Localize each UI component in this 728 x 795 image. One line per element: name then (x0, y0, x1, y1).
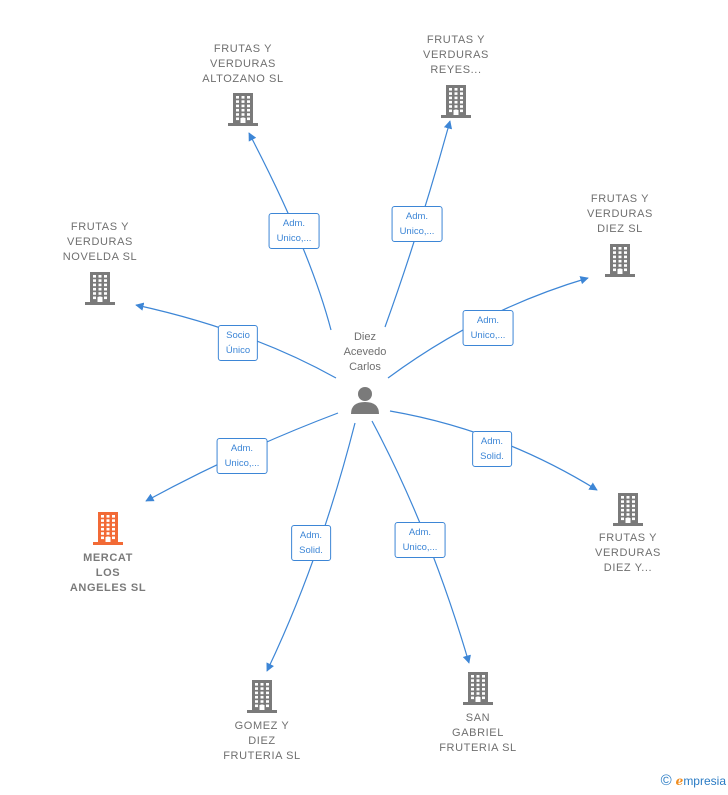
company-node-gomez[interactable] (246, 679, 278, 713)
company-node-san-gabriel[interactable] (462, 671, 494, 705)
building-icon (441, 85, 471, 118)
building-icon (228, 93, 258, 126)
company-node-diez-y[interactable] (612, 492, 644, 526)
company-label-diez-sl[interactable]: FRUTAS Y VERDURAS DIEZ SL (587, 193, 653, 235)
company-node-altozano[interactable] (227, 92, 259, 126)
relation-label-diez-sl[interactable]: Adm. Unico,... (462, 310, 514, 346)
building-icon (247, 680, 277, 713)
company-label-mercat[interactable]: MERCAT LOS ANGELES SL (69, 552, 147, 594)
company-label-gomez[interactable]: GOMEZ Y DIEZ FRUTERIA SL (223, 720, 301, 762)
relation-label-gomez[interactable]: Adm. Solid. (291, 525, 331, 561)
person-node[interactable] (350, 386, 380, 419)
person-icon (351, 387, 379, 414)
company-label-novelda[interactable]: FRUTAS Y VERDURAS NOVELDA SL (62, 221, 138, 263)
company-label-altozano[interactable]: FRUTAS Y VERDURAS ALTOZANO SL (202, 43, 284, 85)
brand-initial: e (675, 774, 684, 788)
relation-label-san-gabriel[interactable]: Adm. Unico,... (394, 522, 446, 558)
company-label-reyes[interactable]: FRUTAS Y VERDURAS REYES... (423, 34, 489, 76)
company-node-diez-sl[interactable] (604, 243, 636, 277)
relation-label-altozano[interactable]: Adm. Unico,... (268, 213, 320, 249)
company-label-diez-y[interactable]: FRUTAS Y VERDURAS DIEZ Y... (595, 532, 661, 574)
relation-label-novelda[interactable]: Socio Único (217, 325, 259, 361)
person-name[interactable]: Diez Acevedo Carlos (343, 331, 387, 373)
copyright-symbol: © (660, 772, 672, 789)
company-node-novelda[interactable] (84, 271, 116, 305)
building-icon (85, 272, 115, 305)
relation-label-reyes[interactable]: Adm. Unico,... (391, 206, 443, 242)
building-icon (613, 493, 643, 526)
company-node-reyes[interactable] (440, 84, 472, 118)
brand-name: mpresia (683, 774, 726, 788)
relation-label-diez-y[interactable]: Adm. Solid. (472, 431, 512, 467)
relation-label-mercat[interactable]: Adm. Unico,... (216, 438, 268, 474)
empresia-brand[interactable]: ©empresia (661, 772, 726, 789)
building-icon (93, 512, 123, 545)
company-label-san-gabriel[interactable]: SAN GABRIEL FRUTERIA SL (439, 712, 517, 754)
company-node-mercat[interactable] (92, 511, 124, 545)
building-icon (463, 672, 493, 705)
building-icon (605, 244, 635, 277)
